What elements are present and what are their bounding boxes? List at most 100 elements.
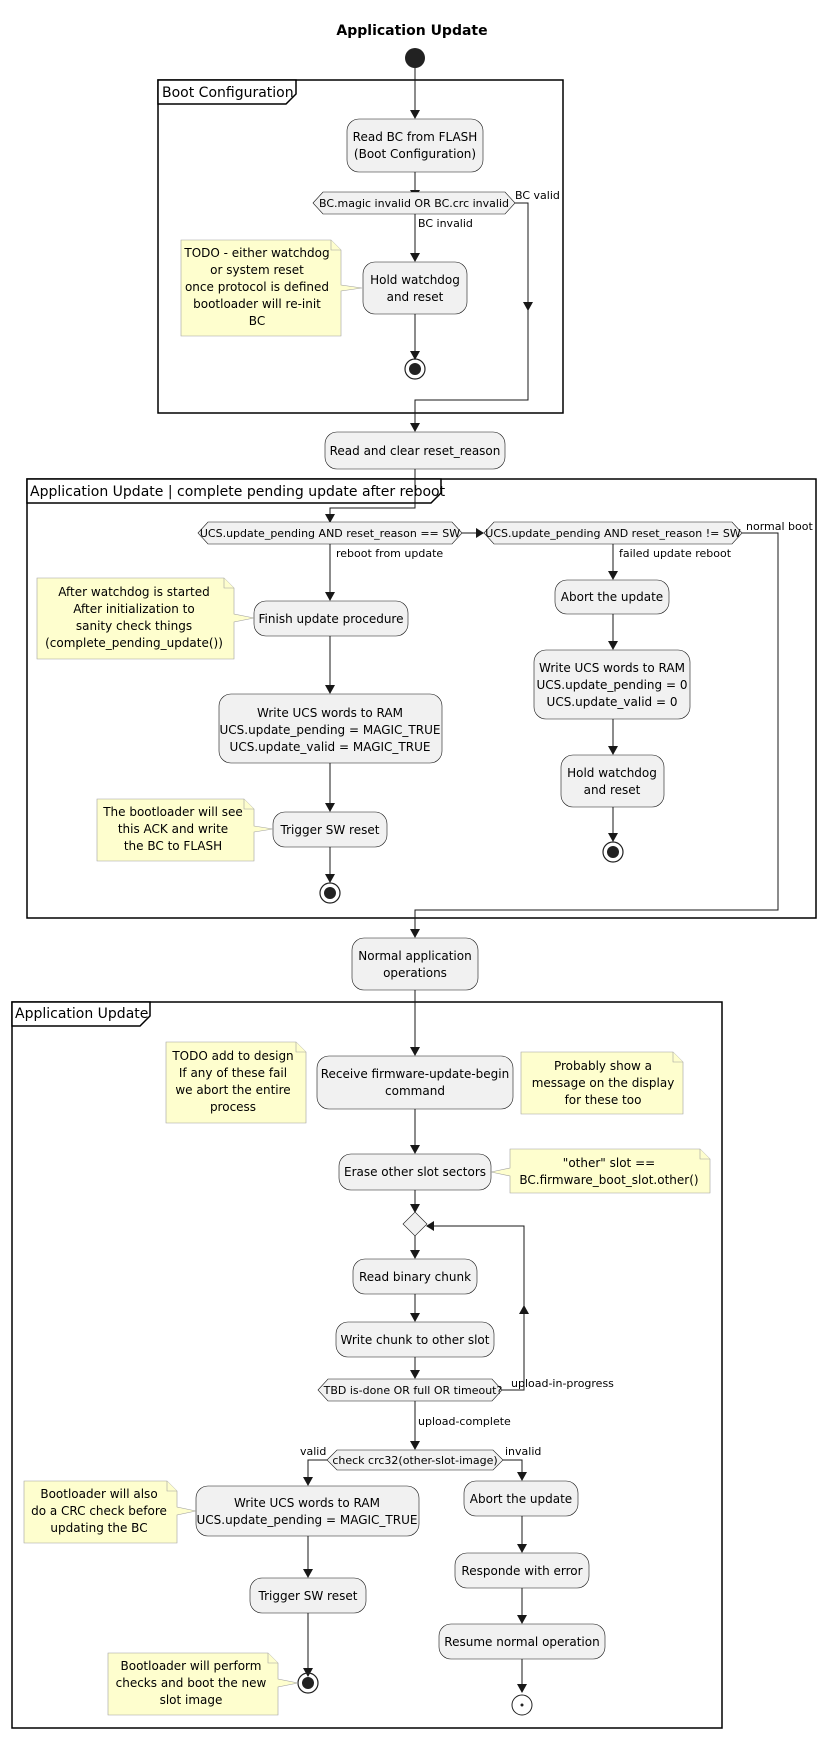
text-line: TODO add to design: [171, 1049, 293, 1063]
edge-label-invalid: invalid: [505, 1445, 541, 1458]
note-other-slot: "other" slot ==BC.firmware_boot_slot.oth…: [490, 1148, 711, 1194]
edges: [303, 68, 779, 1693]
note-todo-design: TODO add to design If any of these fail we…: [165, 1041, 307, 1124]
text-line: Bootloader will perform: [121, 1659, 262, 1673]
end-node-failed-reboot: [602, 841, 624, 863]
action-receive-begin: Receive firmware-update-begin command: [316, 1055, 514, 1110]
text-line: checks and boot the new: [116, 1676, 267, 1690]
text-line: UCS.update_pending = MAGIC_TRUE: [197, 1513, 418, 1527]
action-abort-update-2: Abort the update: [463, 1480, 579, 1517]
text-line: Read and clear reset_reason: [330, 444, 501, 458]
end-node-boot: [404, 358, 426, 380]
action-read-chunk: Read binary chunk: [352, 1258, 478, 1295]
decision-update-not-sw-text: UCS.update_pending AND reset_reason != S…: [485, 527, 741, 540]
text-line: and reset: [584, 783, 641, 797]
partition-label-application-update: Application Update: [15, 1006, 148, 1022]
text-line: UCS.update_valid = MAGIC_TRUE: [230, 740, 431, 754]
action-text: Read and clear reset_reason: [330, 444, 501, 458]
action-respond-error: Responde with error: [454, 1552, 590, 1589]
decision-update-not-sw: UCS.update_pending AND reset_reason != S…: [483, 521, 743, 545]
text-line: Write UCS words to RAM: [234, 1496, 380, 1510]
action-hold-watchdog-2: Hold watchdog and reset: [560, 754, 665, 808]
merge-diamond: [402, 1211, 428, 1237]
action-resume-normal: Resume normal operation: [438, 1623, 606, 1660]
action-erase-slot: Erase other slot sectors: [338, 1153, 492, 1191]
text-line: process: [210, 1100, 256, 1114]
text-line: After watchdog is started: [58, 585, 209, 599]
action-text: Hold watchdog and reset: [370, 273, 460, 304]
text-line: slot image: [160, 1693, 223, 1707]
decision-crc-check: check crc32(other-slot-image): [326, 1449, 504, 1471]
decision-bc-check: BC.magic invalid OR BC.crc invalid: [312, 191, 516, 215]
text-line: do a CRC check before: [31, 1504, 167, 1518]
text-line: Probably show a: [554, 1059, 652, 1073]
text-line: updating the BC: [50, 1521, 147, 1535]
action-abort-update-1: Abort the update: [554, 579, 670, 615]
text-line: bootloader will re-init: [193, 297, 321, 311]
text-line: Finish update procedure: [259, 612, 404, 626]
action-finish-update: Finish update procedure: [253, 600, 409, 637]
action-text: Abort the update: [561, 590, 663, 604]
note-text: TODO add to design If any of these fail we…: [171, 1049, 293, 1114]
text-line: BC.firmware_boot_slot.other(): [519, 1173, 698, 1187]
edge-label-bc-invalid: BC invalid: [418, 217, 473, 230]
text-line: BC: [249, 314, 265, 328]
note-text: Bootloader will perform checks and boot t…: [116, 1659, 267, 1707]
text-line: Abort the update: [561, 590, 663, 604]
text-line: Hold watchdog: [370, 273, 460, 287]
action-trigger-reset-2: Trigger SW reset: [249, 1577, 367, 1614]
text-line: sanity check things: [76, 619, 192, 633]
text-line: Bootloader will also: [40, 1487, 157, 1501]
action-text: Abort the update: [470, 1492, 572, 1506]
text-line: The bootloader will see: [102, 805, 243, 819]
action-text: Read BC from FLASH (Boot Configuration): [353, 130, 478, 161]
text-line: Resume normal operation: [444, 1635, 599, 1649]
text-line: If any of these fail: [179, 1066, 287, 1080]
action-write-chunk: Write chunk to other slot: [335, 1321, 495, 1358]
decision-crc-check-text: check crc32(other-slot-image): [332, 1454, 497, 1467]
text-line: UCS.update_valid = 0: [547, 695, 678, 709]
decision-tbd-done: TBD is-done OR full OR timeout?: [317, 1378, 503, 1402]
note-bootloader-perform: Bootloader will perform checks and boot t…: [107, 1652, 299, 1716]
action-read-clear-reset-reason: Read and clear reset_reason: [324, 431, 506, 470]
action-read-bc: Read BC from FLASH (Boot Configuration): [346, 118, 484, 173]
text-line: Receive firmware-update-begin: [321, 1067, 509, 1081]
edge-label-normal-boot: normal boot: [746, 520, 813, 533]
text-line: Abort the update: [470, 1492, 572, 1506]
edge-label-failed-update-reboot: failed update reboot: [619, 547, 732, 560]
text-line: (Boot Configuration): [354, 147, 476, 161]
diagram-title: Application Update: [336, 23, 487, 39]
text-line: Erase other slot sectors: [344, 1165, 486, 1179]
partition-label-boot-configuration: Boot Configuration: [162, 85, 294, 101]
text-line: UCS.update_pending = 0: [537, 678, 688, 692]
action-hold-watchdog-1: Hold watchdog and reset: [362, 261, 468, 315]
decision-bc-check-text: BC.magic invalid OR BC.crc invalid: [319, 197, 509, 210]
edge-label-upload-complete: upload-complete: [418, 1415, 511, 1428]
text-line: Read BC from FLASH: [353, 130, 478, 144]
decision-update-sw-text: UCS.update_pending AND reset_reason == S…: [200, 527, 460, 540]
end-node-pending-update: [319, 882, 341, 904]
text-line: and reset: [387, 290, 444, 304]
flow-end-node: [511, 1694, 533, 1716]
text-line: command: [385, 1084, 445, 1098]
action-trigger-reset-1: Trigger SW reset: [272, 811, 388, 848]
text-line: Trigger SW reset: [280, 823, 380, 837]
action-text: Hold watchdog and reset: [567, 766, 657, 797]
text-line: we abort the entire: [175, 1083, 290, 1097]
text-line: once protocol is defined: [185, 280, 329, 294]
text-line: Write UCS words to RAM: [257, 706, 403, 720]
text-line: operations: [383, 966, 447, 980]
text-line: TODO - either watchdog: [183, 246, 329, 260]
text-line: Hold watchdog: [567, 766, 657, 780]
